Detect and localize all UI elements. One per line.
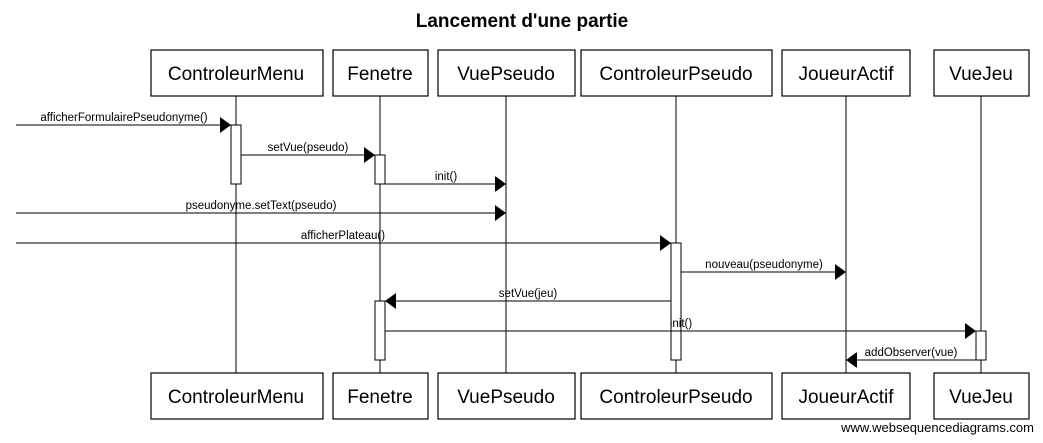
participant-box-top-JoueurActif: JoueurActif xyxy=(781,49,911,97)
participant-box-bottom-Fenetre: Fenetre xyxy=(332,372,429,420)
lifelines xyxy=(235,96,982,373)
message-arrow: setVue(pseudo) xyxy=(241,142,375,163)
diagram-title: Lancement d'une partie xyxy=(416,11,629,32)
arrowhead xyxy=(835,264,846,280)
activation-bar xyxy=(975,330,987,361)
participant-box-top-VueJeu: VueJeu xyxy=(933,49,1030,97)
participant-label: JoueurActif xyxy=(798,64,894,85)
participant-label: VuePseudo xyxy=(457,387,555,408)
message-arrow: nouveau(pseudonyme) xyxy=(681,259,846,280)
participant-label: ControleurPseudo xyxy=(599,387,752,408)
participant-label: Fenetre xyxy=(347,387,412,408)
arrowhead xyxy=(385,293,396,309)
message-arrow: setVue(jeu) xyxy=(385,288,671,309)
activation-bar xyxy=(374,300,386,361)
participant-label: ControleurMenu xyxy=(168,64,304,85)
message-label: init() xyxy=(670,318,693,330)
participant-label: JoueurActif xyxy=(798,387,894,408)
participant-box-bottom-ControleurPseudo: ControleurPseudo xyxy=(580,372,773,420)
participant-box-bottom-ControleurMenu: ControleurMenu xyxy=(150,372,324,420)
arrowhead xyxy=(495,176,506,192)
message-label: nouveau(pseudonyme) xyxy=(705,259,823,271)
message-arrow: addObserver(vue) xyxy=(846,347,976,368)
arrowhead xyxy=(220,117,231,133)
message-arrow: init() xyxy=(385,171,506,192)
message-label: setVue(pseudo) xyxy=(268,142,349,154)
participant-box-bottom-VuePseudo: VuePseudo xyxy=(437,372,576,420)
arrowhead xyxy=(846,352,857,368)
message-label: afficherPlateau() xyxy=(301,230,385,242)
participant-box-bottom-JoueurActif: JoueurActif xyxy=(781,372,911,420)
message-arrow: afficherFormulairePseudonyme() xyxy=(16,112,231,133)
message-label: init() xyxy=(435,171,458,183)
arrowhead xyxy=(965,323,976,339)
activation-bar xyxy=(670,242,682,361)
participant-label: VueJeu xyxy=(949,387,1013,408)
message-arrow: init() xyxy=(385,318,976,339)
arrowhead xyxy=(660,235,671,251)
participant-label: VuePseudo xyxy=(457,64,555,85)
participant-label: ControleurPseudo xyxy=(599,64,752,85)
message-arrow: pseudonyme.setText(pseudo) xyxy=(16,200,506,221)
activations xyxy=(230,124,987,361)
message-label: addObserver(vue) xyxy=(865,347,958,359)
participant-box-top-VuePseudo: VuePseudo xyxy=(437,49,576,97)
participant-box-top-Fenetre: Fenetre xyxy=(332,49,429,97)
watermark-text: www.websequencediagrams.com xyxy=(840,420,1034,435)
participant-box-top-ControleurMenu: ControleurMenu xyxy=(150,49,324,97)
participant-label: Fenetre xyxy=(347,64,412,85)
message-label: afficherFormulairePseudonyme() xyxy=(40,112,207,124)
arrowhead xyxy=(495,205,506,221)
message-arrow: afficherPlateau() xyxy=(16,230,671,251)
participant-label: VueJeu xyxy=(949,64,1013,85)
messages: afficherFormulairePseudonyme() setVue(pse… xyxy=(16,112,976,368)
arrowhead xyxy=(364,147,375,163)
message-label: pseudonyme.setText(pseudo) xyxy=(186,200,337,212)
participant-box-top-ControleurPseudo: ControleurPseudo xyxy=(580,49,773,97)
activation-bar xyxy=(374,154,386,185)
participant-boxes: ControleurMenuControleurMenuFenetreFenet… xyxy=(150,49,1030,420)
participant-box-bottom-VueJeu: VueJeu xyxy=(933,372,1030,420)
participant-label: ControleurMenu xyxy=(168,387,304,408)
message-label: setVue(jeu) xyxy=(499,288,558,300)
activation-bar xyxy=(230,124,242,185)
